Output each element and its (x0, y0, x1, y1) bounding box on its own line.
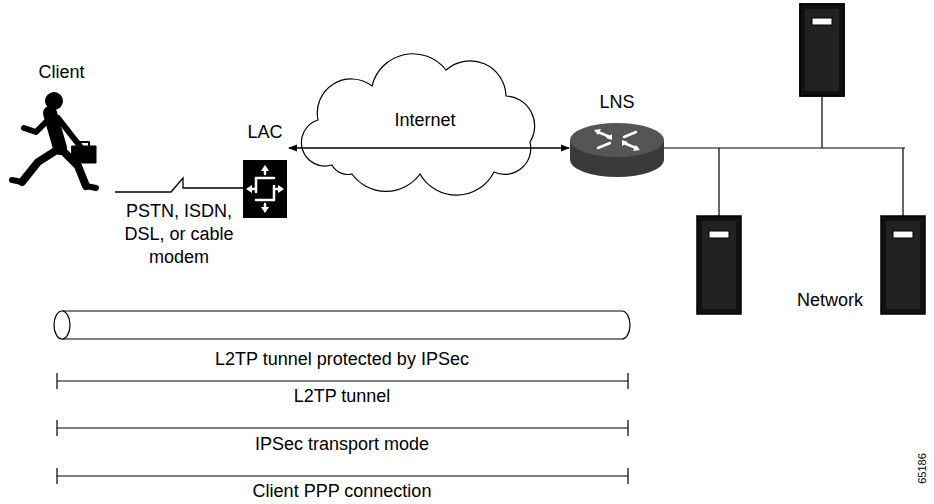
person-icon (12, 92, 96, 188)
span-label: IPSec transport mode (255, 434, 429, 455)
network-label: Network (797, 290, 863, 311)
node-label: LNS (599, 92, 634, 113)
span-label: Client PPP connection (253, 481, 432, 502)
node-label: LAC (247, 122, 282, 143)
lac-icon (243, 160, 287, 218)
internet-cloud: Internet (330, 76, 520, 168)
tunnel-label: L2TP tunnel protected by IPSec (215, 349, 469, 370)
node-label: Client (38, 62, 84, 83)
link-label: PSTN, ISDN, DSL, or cable modem (121, 200, 237, 269)
span-label: L2TP tunnel (294, 386, 391, 407)
lac-device: LAC (243, 160, 287, 218)
server-icon (697, 216, 741, 314)
tunnel-tube (54, 311, 630, 339)
node-label: Internet (394, 110, 455, 131)
server-icon (881, 216, 925, 314)
client-figure: Client (8, 92, 115, 195)
span-bracket (57, 373, 628, 484)
server-icon (800, 4, 844, 96)
network-bus (664, 96, 905, 216)
dialup-link (115, 178, 243, 192)
lns-router: LNS (570, 122, 664, 178)
tunnel-link (289, 147, 569, 148)
internet-cloud (301, 54, 534, 195)
figure-number: 65186 (916, 453, 929, 484)
router-icon (570, 123, 664, 177)
